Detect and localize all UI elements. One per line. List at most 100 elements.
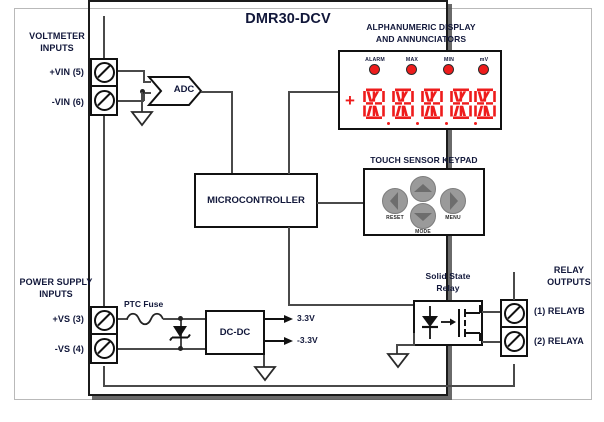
display-digit-2 <box>392 88 414 119</box>
voltmeter-inputs-heading-line2: INPUTS <box>40 43 74 53</box>
wire-vs-minus <box>118 348 205 350</box>
wire-mcu-keypad <box>317 202 363 204</box>
wire-ssr-gnd-h <box>396 344 415 346</box>
chevron-up-icon <box>414 184 432 192</box>
voltmeter-inputs-heading-line1: VOLTMETER <box>29 31 85 41</box>
wire-vin-minus-b <box>143 92 145 101</box>
rail-arrow-neg3v3 <box>264 337 293 345</box>
terminal-screw-vs-plus[interactable] <box>92 308 116 335</box>
relay-outputs-heading-line1: RELAY <box>553 265 585 275</box>
decimal-point-2 <box>416 122 420 126</box>
dcdc-converter-block: DC-DC <box>205 310 265 355</box>
wire-vin-plus-c <box>143 81 151 83</box>
zener-diode-symbol <box>169 326 191 342</box>
solid-state-relay-block <box>413 300 483 346</box>
terminal-label-vs-minus: -VS (4) <box>54 344 84 354</box>
keypad-button-menu[interactable] <box>440 188 466 214</box>
wire-ssr-gnd-v <box>413 333 415 345</box>
chevron-right-icon <box>450 192 458 210</box>
wire-mcu-ssr-h <box>288 304 414 306</box>
microcontroller-block: MICROCONTROLLER <box>194 173 318 228</box>
optocoupler-led-symbol <box>422 306 438 339</box>
terminal-label-vin-plus: +VIN (5) <box>49 67 84 77</box>
microcontroller-label: MICROCONTROLLER <box>207 195 305 206</box>
wire-left-bus-mid <box>103 116 105 308</box>
keypad-button-mode[interactable] <box>410 203 436 229</box>
keypad-heading: TOUCH SENSOR KEYPAD <box>370 155 478 165</box>
annunciator-label-alarm: ALARM <box>365 57 385 63</box>
ground-symbol-dcdc <box>253 366 277 382</box>
screw-icon <box>93 90 115 111</box>
polarity-sign: + <box>345 91 355 110</box>
wire-adc-out-b <box>231 91 233 174</box>
annunciator-label-min: MIN <box>443 57 455 63</box>
annunciator-led-alarm <box>369 64 380 75</box>
keypad-label-reset: RESET <box>386 215 404 221</box>
power-supply-heading-line2: INPUTS <box>39 289 73 299</box>
wire-mcu-display-h <box>288 91 338 93</box>
terminal-screw-vin-plus[interactable] <box>92 60 116 87</box>
voltmeter-terminal-block[interactable] <box>90 58 118 116</box>
screw-icon <box>503 331 525 352</box>
annunciator-led-min <box>443 64 454 75</box>
wire-vin-minus-a <box>118 100 144 102</box>
wire-ssr-out-2 <box>482 341 500 343</box>
alphanumeric-display-panel <box>338 50 502 130</box>
optical-coupling-arrow-icon <box>441 318 456 326</box>
terminal-screw-relaya[interactable] <box>502 328 526 355</box>
keypad-button-reset[interactable] <box>382 188 408 214</box>
wire-dcdc-gnd <box>263 355 265 367</box>
ssr-heading-line1: Solid State <box>425 271 471 281</box>
relay-terminal-block[interactable] <box>500 299 528 357</box>
display-heading-line2: AND ANNUNCIATORS <box>375 34 467 44</box>
ptc-fuse-symbol <box>126 312 164 326</box>
power-supply-terminal-block[interactable] <box>90 306 118 364</box>
wire-vin-plus-b <box>143 70 145 82</box>
adc-block <box>146 76 203 106</box>
annunciator-label-mv: mV <box>479 57 489 63</box>
terminal-screw-vs-minus[interactable] <box>92 335 116 362</box>
screw-icon <box>93 310 115 331</box>
wire-vs-plus-a <box>118 318 128 320</box>
rail-label-neg3v3: -3.3V <box>297 335 318 345</box>
decimal-point-1 <box>387 122 391 126</box>
wire-vin-gnd-drop <box>141 92 143 112</box>
terminal-label-vs-plus: +VS (3) <box>52 314 84 324</box>
rail-arrow-3v3 <box>264 315 293 323</box>
screw-icon <box>93 338 115 359</box>
keypad-button-up[interactable] <box>410 176 436 202</box>
wire-vin-minus-c <box>143 92 151 94</box>
wire-mcu-display-v <box>288 91 290 174</box>
wire-ssr-gnd-drop <box>396 344 398 354</box>
wire-relay-bus-up <box>513 272 515 300</box>
terminal-screw-relayb[interactable] <box>502 301 526 328</box>
wire-vin-plus-a <box>118 70 144 72</box>
terminal-label-vin-minus: -VIN (6) <box>51 97 84 107</box>
wire-adc-out-a <box>201 91 233 93</box>
junction-dot <box>140 89 145 94</box>
relay-outputs-heading-line2: OUTPUTS <box>547 277 591 287</box>
power-supply-heading-line1: POWER SUPPLY <box>19 277 93 287</box>
page-title: DMR30-DCV <box>245 11 331 27</box>
annunciator-label-max: MAX <box>405 57 419 63</box>
ground-symbol-voltmeter <box>130 111 154 127</box>
chevron-down-icon <box>414 213 432 221</box>
terminal-screw-vin-minus[interactable] <box>92 87 116 114</box>
decimal-point-4 <box>474 122 478 126</box>
rail-label-3v3: 3.3V <box>297 313 315 323</box>
display-digit-3 <box>421 88 443 119</box>
ptc-fuse-label: PTC Fuse <box>124 299 164 309</box>
wire-left-bus-top <box>103 16 105 58</box>
annunciator-led-mv <box>478 64 489 75</box>
wire-bottom-return-bus <box>103 385 515 387</box>
ground-symbol-ssr <box>386 353 410 369</box>
junction-dot-zener-bottom <box>178 346 183 351</box>
display-digit-4 <box>450 88 472 119</box>
terminal-label-relayb: (1) RELAYB <box>534 306 585 316</box>
wire-ssr-out-1 <box>482 311 500 313</box>
wire-relay-bus-down <box>513 364 515 386</box>
screw-icon <box>503 303 525 324</box>
keypad-label-menu: MENU <box>445 215 461 221</box>
keypad-label-mode: MODE <box>415 229 431 235</box>
